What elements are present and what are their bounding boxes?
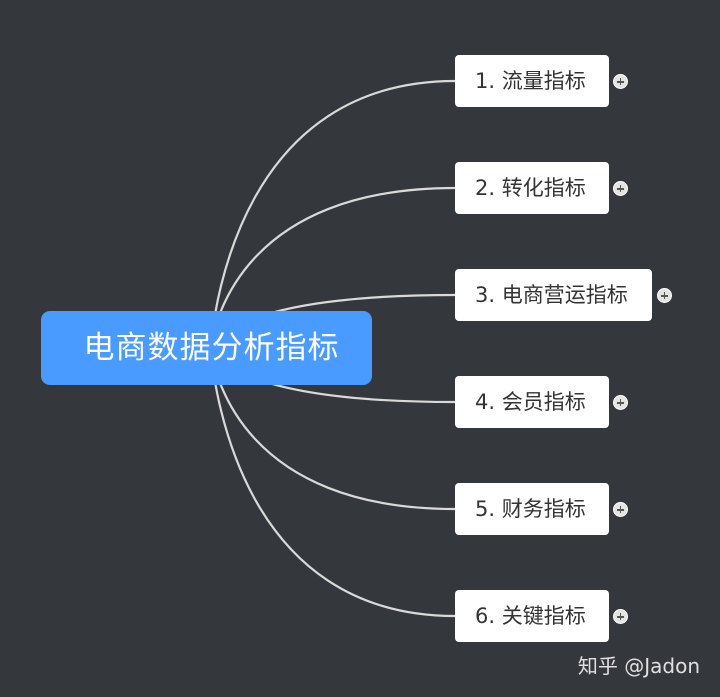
branch-node-finance[interactable]: 5. 财务指标 — [455, 483, 609, 535]
plus-circle-icon[interactable] — [613, 609, 628, 624]
plus-circle-icon[interactable] — [613, 74, 628, 89]
plus-circle-icon[interactable] — [657, 288, 672, 303]
plus-circle-icon[interactable] — [613, 181, 628, 196]
branch-node-traffic[interactable]: 1. 流量指标 — [455, 55, 609, 107]
branch-node-conversion[interactable]: 2. 转化指标 — [455, 162, 609, 214]
branch-node-operations[interactable]: 3. 电商营运指标 — [455, 269, 652, 321]
plus-circle-icon[interactable] — [613, 395, 628, 410]
branch-node-member[interactable]: 4. 会员指标 — [455, 376, 609, 428]
root-node[interactable]: 电商数据分析指标 — [41, 311, 372, 385]
connector-line — [208, 347, 456, 618]
watermark: 知乎 @Jadon — [577, 654, 700, 678]
branch-node-key[interactable]: 6. 关键指标 — [455, 590, 609, 642]
connector-line — [208, 79, 456, 349]
plus-circle-icon[interactable] — [613, 502, 628, 517]
